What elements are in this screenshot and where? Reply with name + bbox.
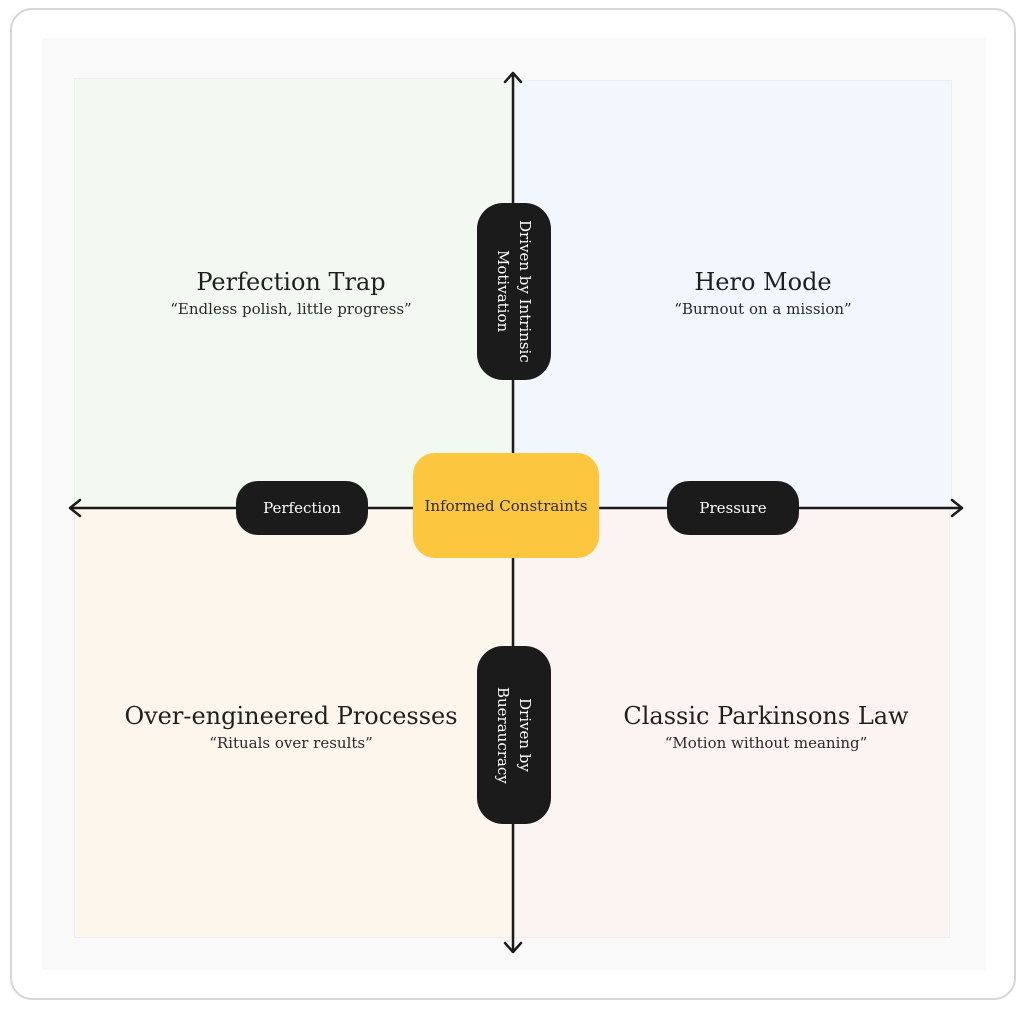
quadrant-bottom-left: [74, 508, 514, 938]
axis-label-bottom: Driven by Bueraucracy: [477, 646, 551, 824]
quadrant-title: Hero Mode: [694, 268, 832, 296]
quadrant-subtitle: “Motion without meaning”: [664, 734, 868, 752]
axis-label-right: Pressure: [667, 481, 799, 535]
quadrant-top-left-text: Perfection Trap “Endless polish, little …: [91, 267, 491, 319]
quadrant-title: Classic Parkinsons Law: [623, 702, 909, 730]
quadrant-subtitle: “Burnout on a mission”: [674, 300, 852, 318]
quadrant-top-right-text: Hero Mode “Burnout on a mission”: [563, 267, 963, 319]
arrow-left-icon: [68, 498, 82, 518]
arrow-up-icon: [503, 71, 523, 84]
quadrant-subtitle: “Rituals over results”: [209, 734, 373, 752]
axis-label-bottom-text: Driven by Bueraucracy: [494, 686, 534, 784]
quadrant-title: Perfection Trap: [196, 268, 386, 296]
axis-label-left-text: Perfection: [263, 499, 341, 517]
axis-label-top-text: Driven by Intrinsic Motivation: [494, 220, 534, 363]
quadrant-bottom-left-text: Over-engineered Processes “Rituals over …: [91, 701, 491, 753]
arrow-right-icon: [950, 498, 964, 518]
center-node: Informed Constraints: [413, 453, 599, 558]
quadrant-subtitle: “Endless polish, little progress”: [170, 300, 412, 318]
axis-label-right-text: Pressure: [699, 499, 767, 517]
axis-label-top: Driven by Intrinsic Motivation: [477, 203, 551, 380]
arrow-down-icon: [503, 941, 523, 954]
quadrant-bottom-right-text: Classic Parkinsons Law “Motion without m…: [566, 701, 966, 753]
center-label: Informed Constraints: [424, 496, 588, 515]
quadrant-title: Over-engineered Processes: [124, 702, 458, 730]
axis-label-left: Perfection: [236, 481, 368, 535]
quadrant-top-right: [514, 80, 952, 508]
